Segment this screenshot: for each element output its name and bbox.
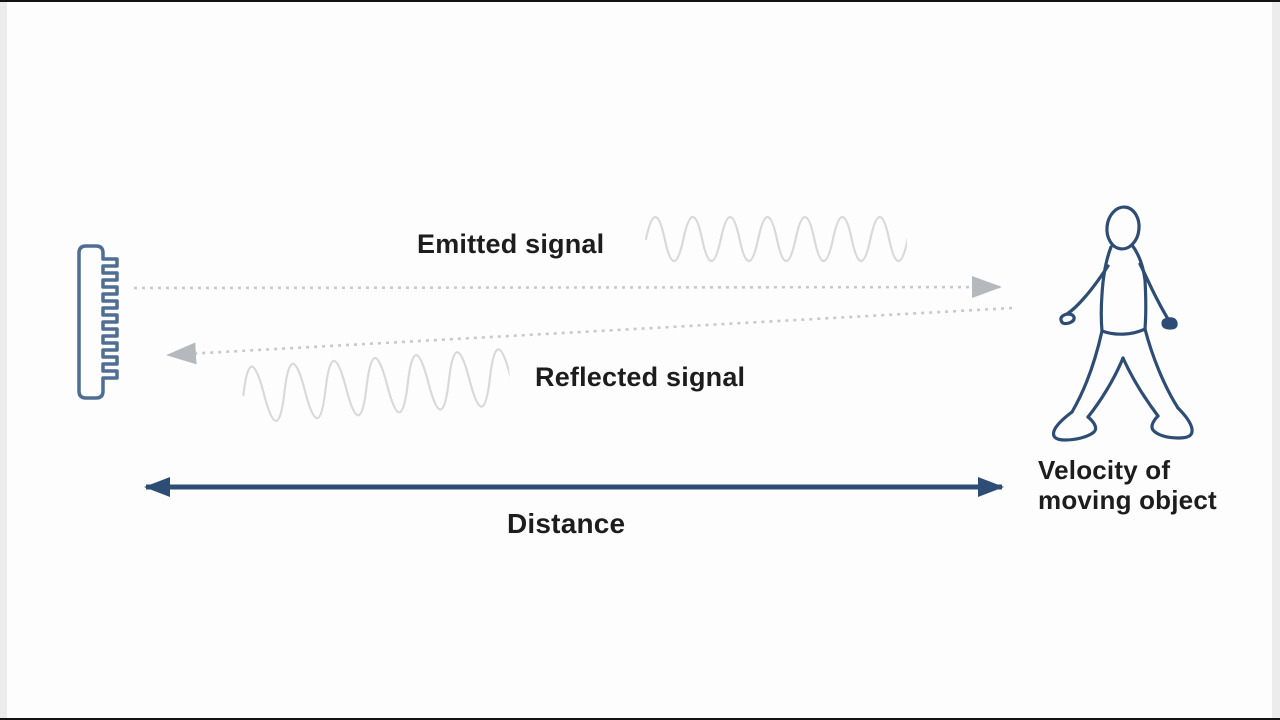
velocity-label: Velocity of moving object — [1038, 455, 1217, 515]
bottom-frame-line — [0, 718, 1280, 720]
distance-arrow — [144, 477, 1004, 497]
emitted-wave-icon — [645, 216, 907, 262]
reflected-signal-arrow — [166, 306, 1013, 365]
emitted-signal-label: Emitted signal — [417, 229, 605, 259]
left-gutter — [0, 2, 7, 718]
reflected-wave-icon — [242, 348, 512, 423]
velocity-label-line1: Velocity of — [1038, 455, 1171, 485]
reflected-signal-label: Reflected signal — [535, 362, 746, 392]
right-gutter — [1272, 2, 1280, 718]
walking-person-icon — [1051, 205, 1194, 442]
radar-sensor-icon — [77, 244, 119, 400]
top-frame-line — [0, 0, 1280, 2]
emitted-signal-arrow — [133, 276, 1002, 299]
velocity-label-line2: moving object — [1038, 485, 1217, 515]
distance-label: Distance — [507, 508, 626, 539]
